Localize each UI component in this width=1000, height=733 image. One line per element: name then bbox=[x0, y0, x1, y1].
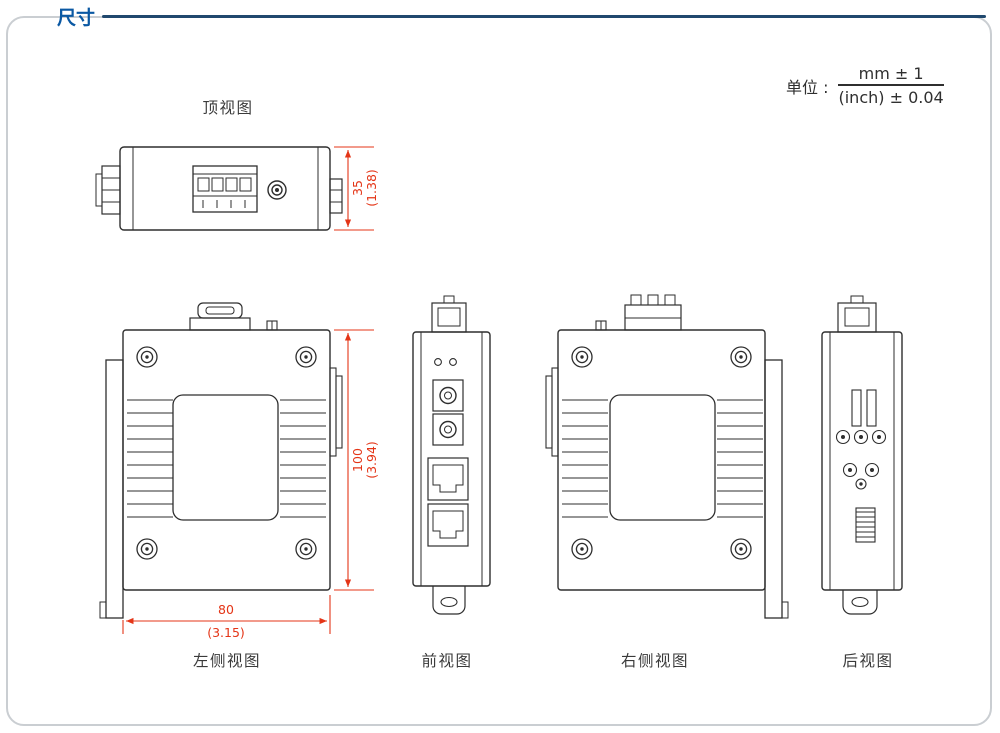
back-view-body bbox=[821, 331, 903, 591]
corner-screw bbox=[730, 346, 752, 368]
header-rule bbox=[102, 15, 986, 18]
dim-text-80-inch: (3.15) bbox=[207, 625, 245, 640]
heatsink-fins bbox=[126, 399, 174, 518]
right-view-body bbox=[557, 329, 766, 591]
right-connector-end bbox=[329, 178, 343, 214]
side-protrusion bbox=[545, 367, 559, 457]
serial-connector bbox=[189, 302, 251, 331]
left-view-drawing bbox=[99, 302, 343, 619]
corner-screw bbox=[571, 538, 593, 560]
heatsink-fins bbox=[716, 399, 764, 518]
rj45-port bbox=[427, 503, 469, 547]
front-view-body bbox=[412, 331, 491, 587]
back-view-drawing bbox=[821, 295, 903, 615]
heatsink-fins bbox=[561, 399, 609, 518]
top-view-body bbox=[119, 146, 331, 231]
bottom-mount-tab bbox=[842, 590, 878, 615]
din-rail-plate bbox=[99, 359, 124, 619]
top-view-label: 顶视图 bbox=[202, 99, 254, 117]
corner-screw bbox=[571, 346, 593, 368]
dim-text-80-mm: 80 bbox=[218, 602, 234, 617]
top-setscrew bbox=[595, 320, 607, 331]
left-view-body bbox=[122, 329, 331, 591]
left-view-label: 左侧视图 bbox=[192, 652, 261, 670]
heatsink-fins bbox=[279, 399, 327, 518]
dim-text-35-mm: 35 bbox=[350, 180, 365, 196]
terminal-block-top bbox=[624, 294, 682, 331]
nameplate-panel bbox=[172, 394, 279, 521]
grounding-screw bbox=[267, 180, 287, 200]
led-indicator bbox=[434, 358, 442, 366]
section-title: 尺寸 bbox=[57, 7, 96, 29]
unit-mm-tolerance: mm ± 1 bbox=[858, 64, 924, 83]
led-indicator bbox=[449, 358, 457, 366]
front-view-drawing bbox=[412, 295, 491, 615]
unit-inch-tolerance: (inch) ± 0.04 bbox=[838, 88, 944, 107]
left-view-dimension-lines bbox=[122, 329, 374, 634]
din-rail-plate bbox=[764, 359, 789, 619]
fraction-line bbox=[838, 84, 944, 86]
nameplate-panel bbox=[609, 394, 716, 521]
fiber-port bbox=[432, 413, 464, 446]
din-clip-top bbox=[431, 295, 467, 333]
corner-screw bbox=[136, 538, 158, 560]
side-protrusion bbox=[329, 367, 343, 457]
corner-screw bbox=[295, 346, 317, 368]
dim-text-35-inch: (1.38) bbox=[364, 169, 379, 207]
top-view-dimension-lines bbox=[334, 146, 374, 231]
fiber-port bbox=[432, 379, 464, 412]
mount-screw-holes bbox=[835, 429, 887, 490]
unit-annotation: 单位 : mm ± 1 (inch) ± 0.04 bbox=[786, 64, 944, 107]
din-clip-top bbox=[837, 295, 877, 333]
din-clip-spring bbox=[855, 507, 876, 543]
top-view-drawing bbox=[95, 146, 343, 231]
dim-text-100-mm: 100 bbox=[350, 448, 365, 472]
unit-label: 单位 : bbox=[786, 77, 829, 97]
front-view-label: 前视图 bbox=[421, 652, 473, 670]
corner-screw bbox=[295, 538, 317, 560]
din-clip-end bbox=[95, 165, 121, 215]
bottom-mount-tab bbox=[432, 586, 466, 615]
terminal-block bbox=[192, 165, 258, 213]
unit-fraction: mm ± 1 (inch) ± 0.04 bbox=[838, 64, 944, 107]
din-clip-hooks bbox=[851, 389, 877, 427]
dim-text-100-inch: (3.94) bbox=[364, 441, 379, 479]
right-view-label: 右侧视图 bbox=[620, 652, 689, 670]
top-setscrew bbox=[266, 320, 278, 331]
corner-screw bbox=[730, 538, 752, 560]
right-view-drawing bbox=[545, 294, 789, 619]
rj45-port bbox=[427, 457, 469, 501]
back-view-label: 后视图 bbox=[842, 652, 894, 670]
corner-screw bbox=[136, 346, 158, 368]
